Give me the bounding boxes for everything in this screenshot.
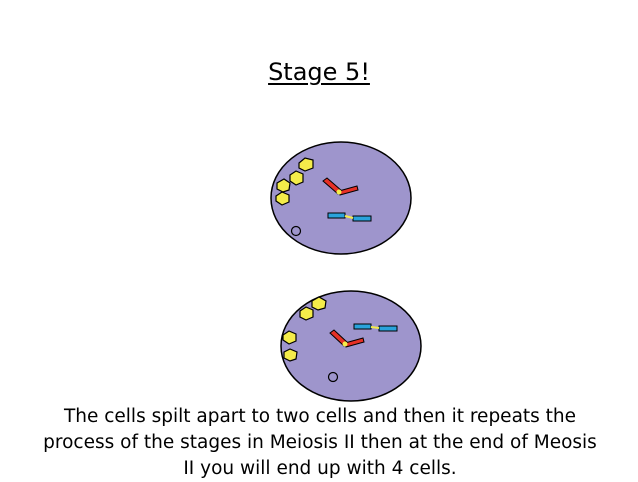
slide-title: Stage 5!: [268, 58, 370, 86]
vesicle: [290, 225, 302, 237]
blue-chromatid: [327, 212, 346, 219]
yellow-body: [275, 191, 290, 206]
yellow-body: [311, 296, 327, 311]
yellow-body: [299, 306, 314, 321]
vesicle: [327, 371, 339, 383]
slide-caption: The cells spilt apart to two cells and t…: [43, 406, 597, 479]
centromere: [342, 341, 348, 347]
centromere: [336, 189, 342, 195]
blue-chromatid: [353, 323, 372, 330]
blue-chromatid: [378, 325, 398, 332]
yellow-body: [298, 157, 314, 172]
centromere: [344, 215, 354, 219]
yellow-body: [282, 330, 297, 345]
blue-chromatid: [352, 215, 372, 222]
centromere: [370, 326, 380, 329]
top-cell: [270, 141, 412, 255]
yellow-body: [289, 170, 304, 186]
yellow-body: [283, 348, 298, 362]
cell-membrane: [270, 141, 412, 255]
bottom-cell: [280, 290, 422, 402]
yellow-body: [276, 178, 291, 193]
